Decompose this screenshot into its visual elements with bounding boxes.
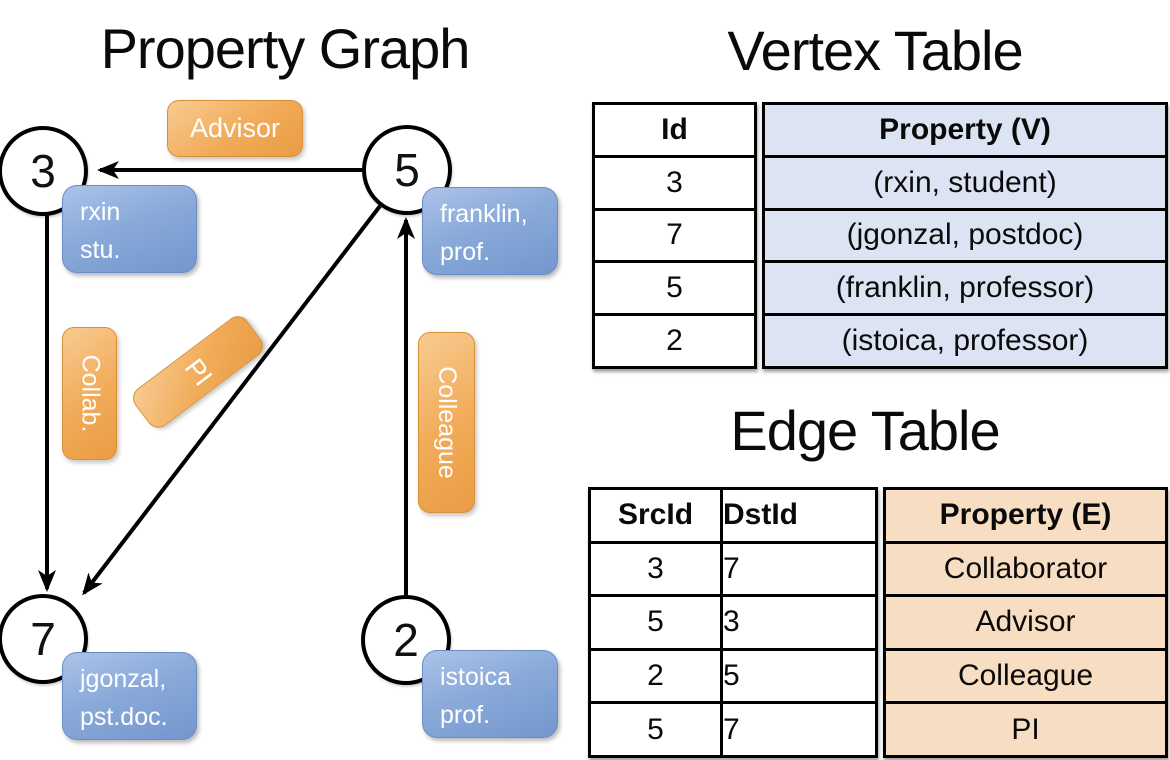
vertex-label-line: prof.: [440, 700, 491, 729]
vertex-label-line: franklin,: [440, 200, 528, 228]
edge-table-cell: 3: [723, 605, 740, 639]
graph-edges: [38, 161, 415, 596]
edge-table-cell: 5: [723, 659, 740, 693]
edge-table-header-srcid: SrcId: [591, 490, 723, 541]
vertex-label-franklin: franklin, prof.: [422, 187, 558, 275]
vertex-table-cell: 5: [595, 263, 754, 317]
edge-table-cell: Advisor: [886, 597, 1165, 651]
edge-table-cell: Colleague: [886, 650, 1165, 705]
property-graph-title: Property Graph: [100, 17, 471, 80]
edge-table-header-property: Property (E): [886, 490, 1165, 544]
vertex-label-line: jgonzal,: [80, 665, 167, 693]
edge-label-text: Advisor: [189, 113, 281, 143]
edge-table-row: 3 7: [591, 543, 875, 598]
edge-label-advisor: Advisor: [167, 100, 303, 157]
edge-table-cell: 7: [723, 551, 740, 585]
edge-table-cell: 5: [591, 597, 723, 648]
vertex-label-jgonzal: jgonzal, pst.doc.: [62, 652, 197, 740]
vertex-table-cell: 3: [595, 158, 754, 211]
vertex-label-istoica: istoica prof.: [422, 650, 558, 738]
edge-table-cell: 3: [591, 543, 723, 595]
edge-label-text: Collab.: [76, 354, 105, 433]
vertex-table-cell: (jgonzal, postdoc): [765, 210, 1165, 264]
edge-table-header-row: SrcId DstId: [591, 490, 875, 544]
edge-table-row: 5 7: [591, 704, 875, 755]
vertex-label-line: istoica: [440, 663, 511, 691]
vertex-table-title: Vertex Table: [727, 19, 1023, 82]
edge-table-cell: 5: [591, 704, 723, 755]
graph-node-5: 5: [362, 125, 452, 215]
edge-table-property-column: Property (E) Collaborator Advisor Collea…: [883, 487, 1168, 758]
node-id-label: 5: [394, 144, 420, 196]
vertex-table-header-id: Id: [595, 105, 754, 158]
edge-table-row: 2 5: [591, 650, 875, 705]
node-id-label: 2: [393, 614, 419, 666]
edge-label-text: PI: [178, 352, 219, 391]
vertex-label-rxin: rxin stu.: [62, 185, 197, 273]
edge-label-text: Colleague: [433, 366, 461, 479]
vertex-label-line: stu.: [80, 235, 121, 264]
node-id-label: 7: [30, 613, 56, 665]
edge-table-cell: Collaborator: [886, 543, 1165, 598]
vertex-table-cell: 2: [666, 324, 683, 358]
edge-label-collab: Collab.: [62, 327, 117, 460]
vertex-table-cell: (franklin, professor): [765, 263, 1165, 317]
edge-table-row: 5 3: [591, 597, 875, 651]
vertex-table-cell: (istoica, professor): [765, 316, 1165, 366]
vertex-table-property-column: Property (V) (rxin, student) (jgonzal, p…: [762, 102, 1168, 369]
vertex-label-line: prof.: [440, 237, 491, 266]
vertex-label-line: pst.doc.: [80, 702, 168, 731]
edge-table-cell: 7: [723, 712, 740, 746]
vertex-label-line: rxin: [80, 198, 121, 226]
vertex-table-cell: (rxin, student): [765, 157, 1165, 211]
vertex-table-cell: 7: [595, 211, 754, 264]
node-id-label: 3: [30, 145, 56, 197]
edge-table-header-dstid: DstId: [723, 498, 798, 532]
edge-table-cell: PI: [886, 704, 1165, 755]
edge-pi-line: [82, 204, 382, 596]
edge-table-title: Edge Table: [730, 399, 1000, 462]
graph-node-2: 2: [361, 595, 451, 685]
edge-table-srcdst-columns: SrcId DstId 3 7 5 3 2 5 5 7: [588, 487, 878, 758]
vertex-table-header-property: Property (V): [765, 105, 1165, 158]
edge-table-cell: 2: [591, 650, 723, 702]
edge-label-colleague: Colleague: [418, 332, 475, 513]
vertex-table-id-column: Id 3 7 5 2: [592, 102, 757, 369]
